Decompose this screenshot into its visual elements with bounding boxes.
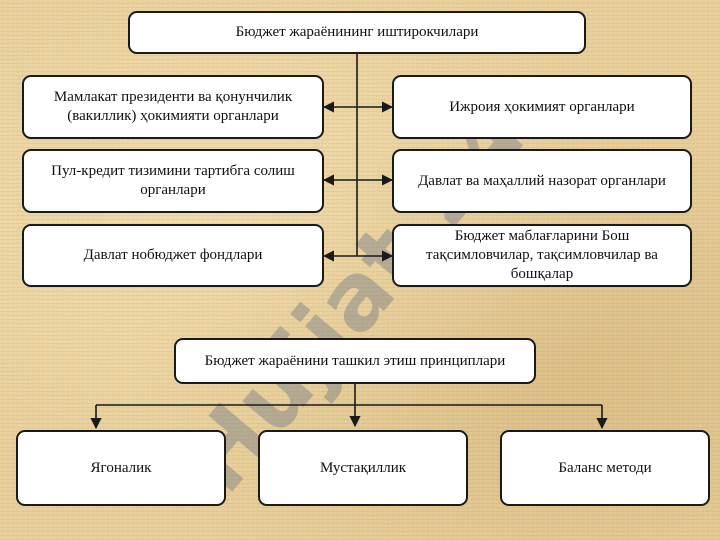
principle-2-label: Мустақиллик bbox=[319, 459, 407, 476]
principle-1: Ягоналик bbox=[16, 430, 226, 506]
principles-title: Бюджет жараёнини ташкил этиш принциплари bbox=[204, 352, 506, 369]
left-node-3: Давлат нобюджет фондлари bbox=[22, 224, 324, 287]
principle-2: Мустақиллик bbox=[258, 430, 468, 506]
left-node-1-label: Мамлакат президенти ва қонунчилик (вакил… bbox=[53, 89, 293, 124]
right-node-3: Бюджет маблағларини Бош тақсимловчилар, … bbox=[392, 224, 692, 287]
right-node-1-label: Ижроия ҳокимият органлари bbox=[449, 98, 635, 115]
right-node-3-label: Бюджет маблағларини Бош тақсимловчилар, … bbox=[426, 228, 658, 282]
right-node-2-label: Давлат ва маҳаллий назорат органлари bbox=[418, 172, 666, 189]
principle-3: Баланс методи bbox=[500, 430, 710, 506]
left-node-2-label: Пул-кредит тизимини тартибга солиш орган… bbox=[51, 163, 295, 198]
principle-1-label: Ягоналик bbox=[90, 459, 152, 476]
right-node-2: Давлат ва маҳаллий назорат органлари bbox=[392, 149, 692, 213]
left-node-2: Пул-кредит тизимини тартибга солиш орган… bbox=[22, 149, 324, 213]
participants-title-box: Бюджет жараёнининг иштирокчилари bbox=[128, 11, 586, 54]
principles-title-box: Бюджет жараёнини ташкил этиш принциплари bbox=[174, 338, 536, 384]
principle-3-label: Баланс методи bbox=[558, 459, 652, 476]
left-node-3-label: Давлат нобюджет фондлари bbox=[83, 247, 263, 264]
left-node-1: Мамлакат президенти ва қонунчилик (вакил… bbox=[22, 75, 324, 139]
participants-title: Бюджет жараёнининг иштирокчилари bbox=[235, 24, 479, 41]
right-node-1: Ижроия ҳокимият органлари bbox=[392, 75, 692, 139]
